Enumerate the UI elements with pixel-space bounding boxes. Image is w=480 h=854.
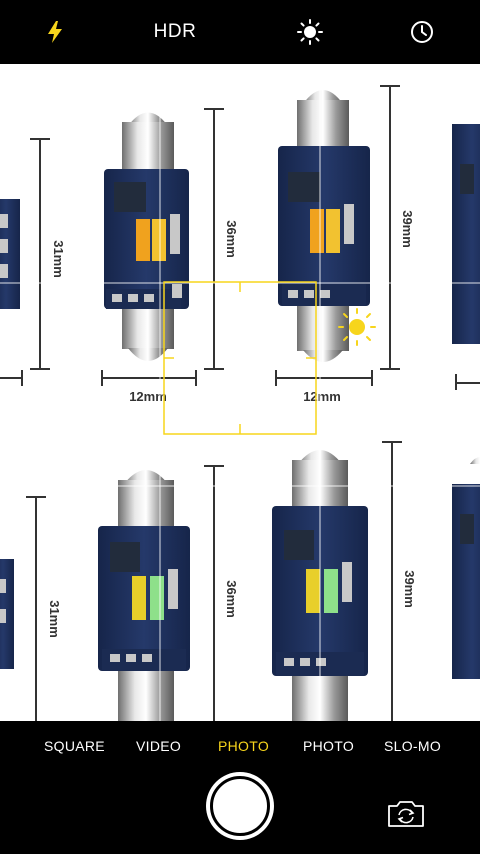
- dim-label-row1-mid: 36mm: [224, 220, 239, 258]
- dim-label-row2-mid: 36mm: [224, 580, 239, 618]
- camera-flip-button[interactable]: [386, 799, 426, 829]
- dim-line-row1-right: [275, 85, 400, 386]
- camera-flip-icon: [388, 801, 424, 827]
- led-bulb-edge-left-2: [0, 559, 14, 669]
- mode-video[interactable]: VIDEO: [136, 738, 182, 754]
- live-photo-button[interactable]: [292, 14, 328, 50]
- camera-viewfinder[interactable]: 31mm 36mm 12mm: [0, 64, 480, 721]
- hdr-label: HDR: [153, 21, 197, 42]
- led-bulb-edge-right-2: [452, 457, 480, 679]
- sun-icon: [297, 19, 323, 45]
- focus-box: [163, 281, 317, 435]
- camera-bottom-bar: [0, 771, 480, 854]
- mode-slo-mo[interactable]: SLO-MO: [384, 738, 442, 754]
- mode-photo[interactable]: PHOTO: [303, 738, 355, 754]
- led-bulb-3: [98, 470, 190, 721]
- dim-label-row2-right: 39mm: [402, 570, 417, 608]
- mode-square[interactable]: SQUARE: [44, 738, 105, 754]
- timer-button[interactable]: [404, 14, 440, 50]
- lightning-bolt-icon: [48, 21, 62, 43]
- dim-line-row1-mid: [101, 108, 224, 386]
- dim-line-row2-edge: [26, 496, 46, 721]
- sun-exposure-icon[interactable]: [338, 308, 376, 346]
- viewfinder-scene: 31mm 36mm 12mm: [0, 64, 480, 721]
- dim-line-row1-edge: [0, 138, 50, 386]
- dim-line-row2-right: [382, 441, 402, 721]
- dim-label-row1-edge: 31mm: [51, 240, 66, 278]
- led-bulb-edge-left-1: [0, 199, 20, 309]
- flash-button[interactable]: [38, 14, 72, 50]
- led-bulb-edge-right-1: [452, 124, 480, 390]
- camera-mode-selector: SQUARE VIDEO PHOTO PHOTO SLO-MO: [0, 721, 480, 771]
- led-bulb-2: [278, 90, 370, 362]
- dim-label-row1-width-right: 12mm: [303, 389, 341, 404]
- mode-photo-active[interactable]: PHOTO: [218, 738, 270, 754]
- clock-icon: [411, 21, 433, 43]
- led-bulb-1: [104, 112, 189, 361]
- dim-label-row1-right: 39mm: [400, 210, 415, 248]
- dim-label-row1-width-left: 12mm: [129, 389, 167, 404]
- dim-label-row2-edge: 31mm: [47, 600, 62, 638]
- hdr-button[interactable]: HDR: [145, 14, 205, 50]
- shutter-button[interactable]: [206, 772, 274, 840]
- camera-top-bar: HDR: [0, 0, 480, 64]
- dim-line-row2-mid: [204, 465, 224, 721]
